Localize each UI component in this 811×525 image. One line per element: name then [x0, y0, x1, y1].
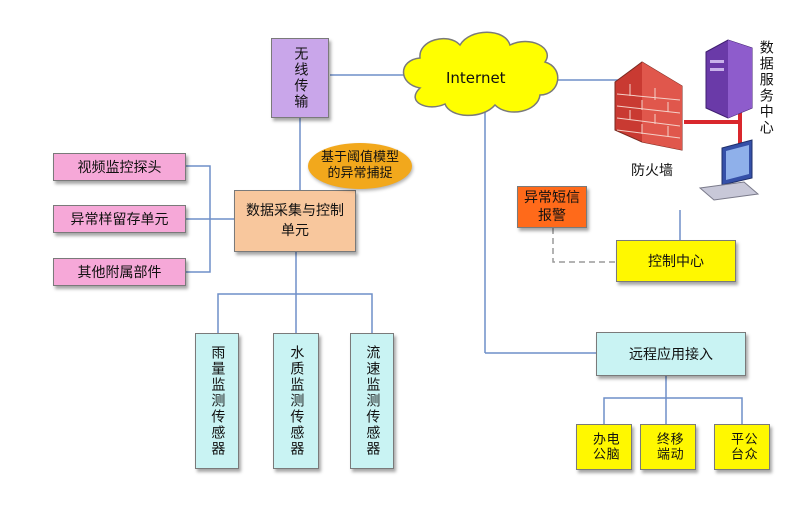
- server-icon: [705, 39, 753, 119]
- rain-sensor-node: 雨量监测传感器: [195, 333, 239, 469]
- wireless-transmission-node: 无线传输: [271, 38, 329, 118]
- cloud-icon: [402, 31, 559, 117]
- control-center-node: 控制中心: [616, 240, 736, 282]
- threshold-model-oval: 基于阈值模型的异常捕捉: [308, 143, 412, 189]
- other-parts-node: 其他附属部件: [53, 258, 186, 286]
- sms-to-control-dashed-line: [552, 228, 616, 263]
- firewall-label: 防火墙: [631, 163, 673, 179]
- computer-icon: [698, 139, 760, 201]
- flow-velocity-sensor-node: 流速监测传感器: [350, 333, 394, 469]
- sensor-bus-line: [217, 293, 373, 333]
- firewall-icon: [614, 61, 683, 151]
- remote-access-node: 远程应用接入: [596, 332, 746, 376]
- anomaly-storage-node: 异常样留存单元: [53, 205, 186, 233]
- sms-alarm-node: 异常短信报警: [517, 186, 587, 228]
- internet-label: Internet: [446, 69, 506, 87]
- pc-office-node: 电脑办公: [576, 424, 632, 470]
- public-platform-node: 公众平台: [714, 424, 770, 470]
- water-quality-sensor-node: 水质监测传感器: [273, 333, 319, 469]
- acquisition-control-unit-node: 数据采集与控制单元: [234, 190, 356, 252]
- remote-bus-line: [603, 397, 743, 424]
- data-service-center-label: 数据服务中心: [757, 40, 774, 136]
- mobile-terminal-node: 移动终端: [640, 424, 696, 470]
- video-probe-node: 视频监控探头: [53, 153, 186, 181]
